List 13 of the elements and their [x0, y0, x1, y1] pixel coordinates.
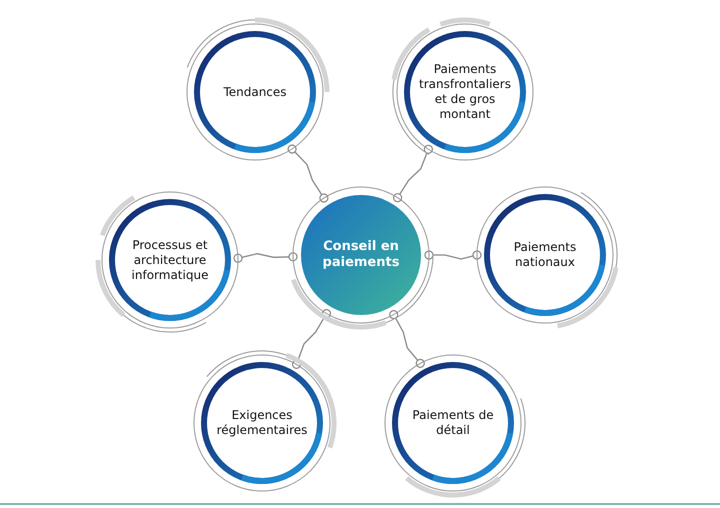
connector	[389, 310, 425, 368]
topic-label: Paiements nationaux	[512, 240, 578, 270]
center-label: Conseil en paiements	[322, 238, 400, 272]
topic-label: Paiements transfrontaliers et de gros montant	[418, 62, 512, 122]
topic-label: Tendances	[223, 84, 287, 100]
connector	[288, 144, 328, 203]
connector	[424, 250, 482, 260]
topic-label: Processus et architecture informatique	[130, 238, 210, 282]
topic-label: Exigences réglementaires	[216, 408, 308, 438]
connector	[233, 252, 298, 263]
topic-label: Paiements de détail	[411, 408, 495, 438]
connector	[292, 309, 332, 369]
connector	[393, 144, 433, 202]
